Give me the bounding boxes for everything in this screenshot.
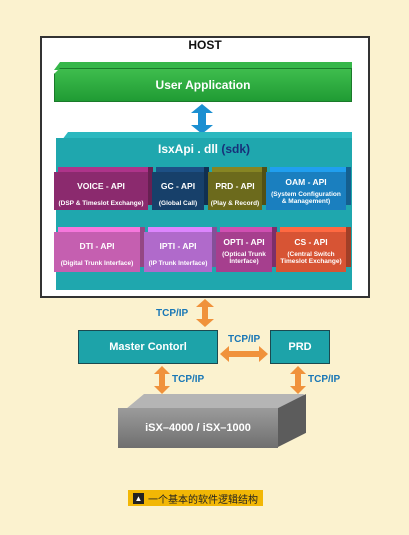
sdk-label: IsxApi . dll (sdk) [56, 142, 352, 156]
master-isx-protocol: TCP/IP [172, 374, 205, 385]
dti-api-desc: (Digital Trunk Interface) [60, 259, 134, 267]
host-title: HOST [188, 38, 222, 52]
gc-api-desc: (Global Call) [158, 199, 198, 207]
dti-api-block: DTI - API (Digital Trunk Interface) [54, 232, 140, 272]
opti-api-block: OPTI - API (Optical Trunk Interface) [216, 232, 272, 272]
sdk-tag: (sdk) [221, 142, 251, 156]
voice-api-title: VOICE - API [77, 181, 125, 191]
user-application-block: User Application [54, 68, 352, 102]
sdk-container-top-face [62, 132, 352, 140]
voice-api-desc: (DSP & Timeslot Exchange) [58, 199, 144, 207]
oam-api-desc: (System Configuration & Management) [271, 190, 341, 206]
prd-isx-arrow [290, 366, 306, 394]
cs-api-desc: (Central Switch Timeslot Exchange) [280, 250, 342, 266]
ipti-api-desc: (IP Trunk Interface) [148, 259, 208, 267]
up-arrow-icon: ▲ [133, 492, 144, 504]
prd-api-block: PRD - API (Play & Record) [208, 172, 262, 210]
user-application-top-face [54, 62, 352, 70]
user-application-label: User Application [155, 78, 251, 92]
master-isx-arrow [154, 366, 170, 394]
opti-api-title: OPTI - API [223, 237, 265, 247]
gc-api-title: GC - API [160, 181, 196, 191]
isx-label: iSX–4000 / iSX–1000 [145, 422, 251, 434]
user-app-sdk-arrow [191, 104, 213, 134]
ipti-api-title: IPTI - API [159, 241, 197, 251]
figure-caption: ▲ 一个基本的软件逻辑结构 [128, 490, 263, 506]
cs-api-block: CS - API (Central Switch Timeslot Exchan… [276, 232, 346, 272]
host-master-arrow [196, 299, 214, 327]
isx-hardware-block: iSX–4000 / iSX–1000 [118, 408, 278, 448]
gc-api-block: GC - API (Global Call) [152, 172, 204, 210]
voice-api-block: VOICE - API (DSP & Timeslot Exchange) [54, 172, 148, 210]
prd-api-desc: (Play & Record) [210, 199, 260, 207]
caption-text: 一个基本的软件逻辑结构 [148, 494, 258, 506]
master-prd-arrow [220, 346, 268, 362]
sdk-dll-name: IsxApi . dll [157, 142, 218, 156]
prd-isx-protocol: TCP/IP [308, 374, 341, 385]
master-prd-protocol: TCP/IP [228, 334, 261, 345]
master-control-label: Master Contorl [109, 341, 187, 353]
oam-api-block: OAM - API (System Configuration & Manage… [266, 172, 346, 210]
cs-api-title: CS - API [294, 237, 328, 247]
dti-api-title: DTI - API [79, 241, 115, 251]
host-master-protocol: TCP/IP [156, 308, 189, 319]
ipti-api-block: IPTI - API (IP Trunk Interface) [144, 232, 212, 272]
prd-block: PRD [270, 330, 330, 364]
prd-label: PRD [288, 341, 312, 353]
master-control-block: Master Contorl [78, 330, 218, 364]
prd-api-title: PRD - API [215, 181, 255, 191]
oam-api-title: OAM - API [285, 177, 327, 187]
opti-api-desc: (Optical Trunk Interface) [222, 250, 266, 266]
